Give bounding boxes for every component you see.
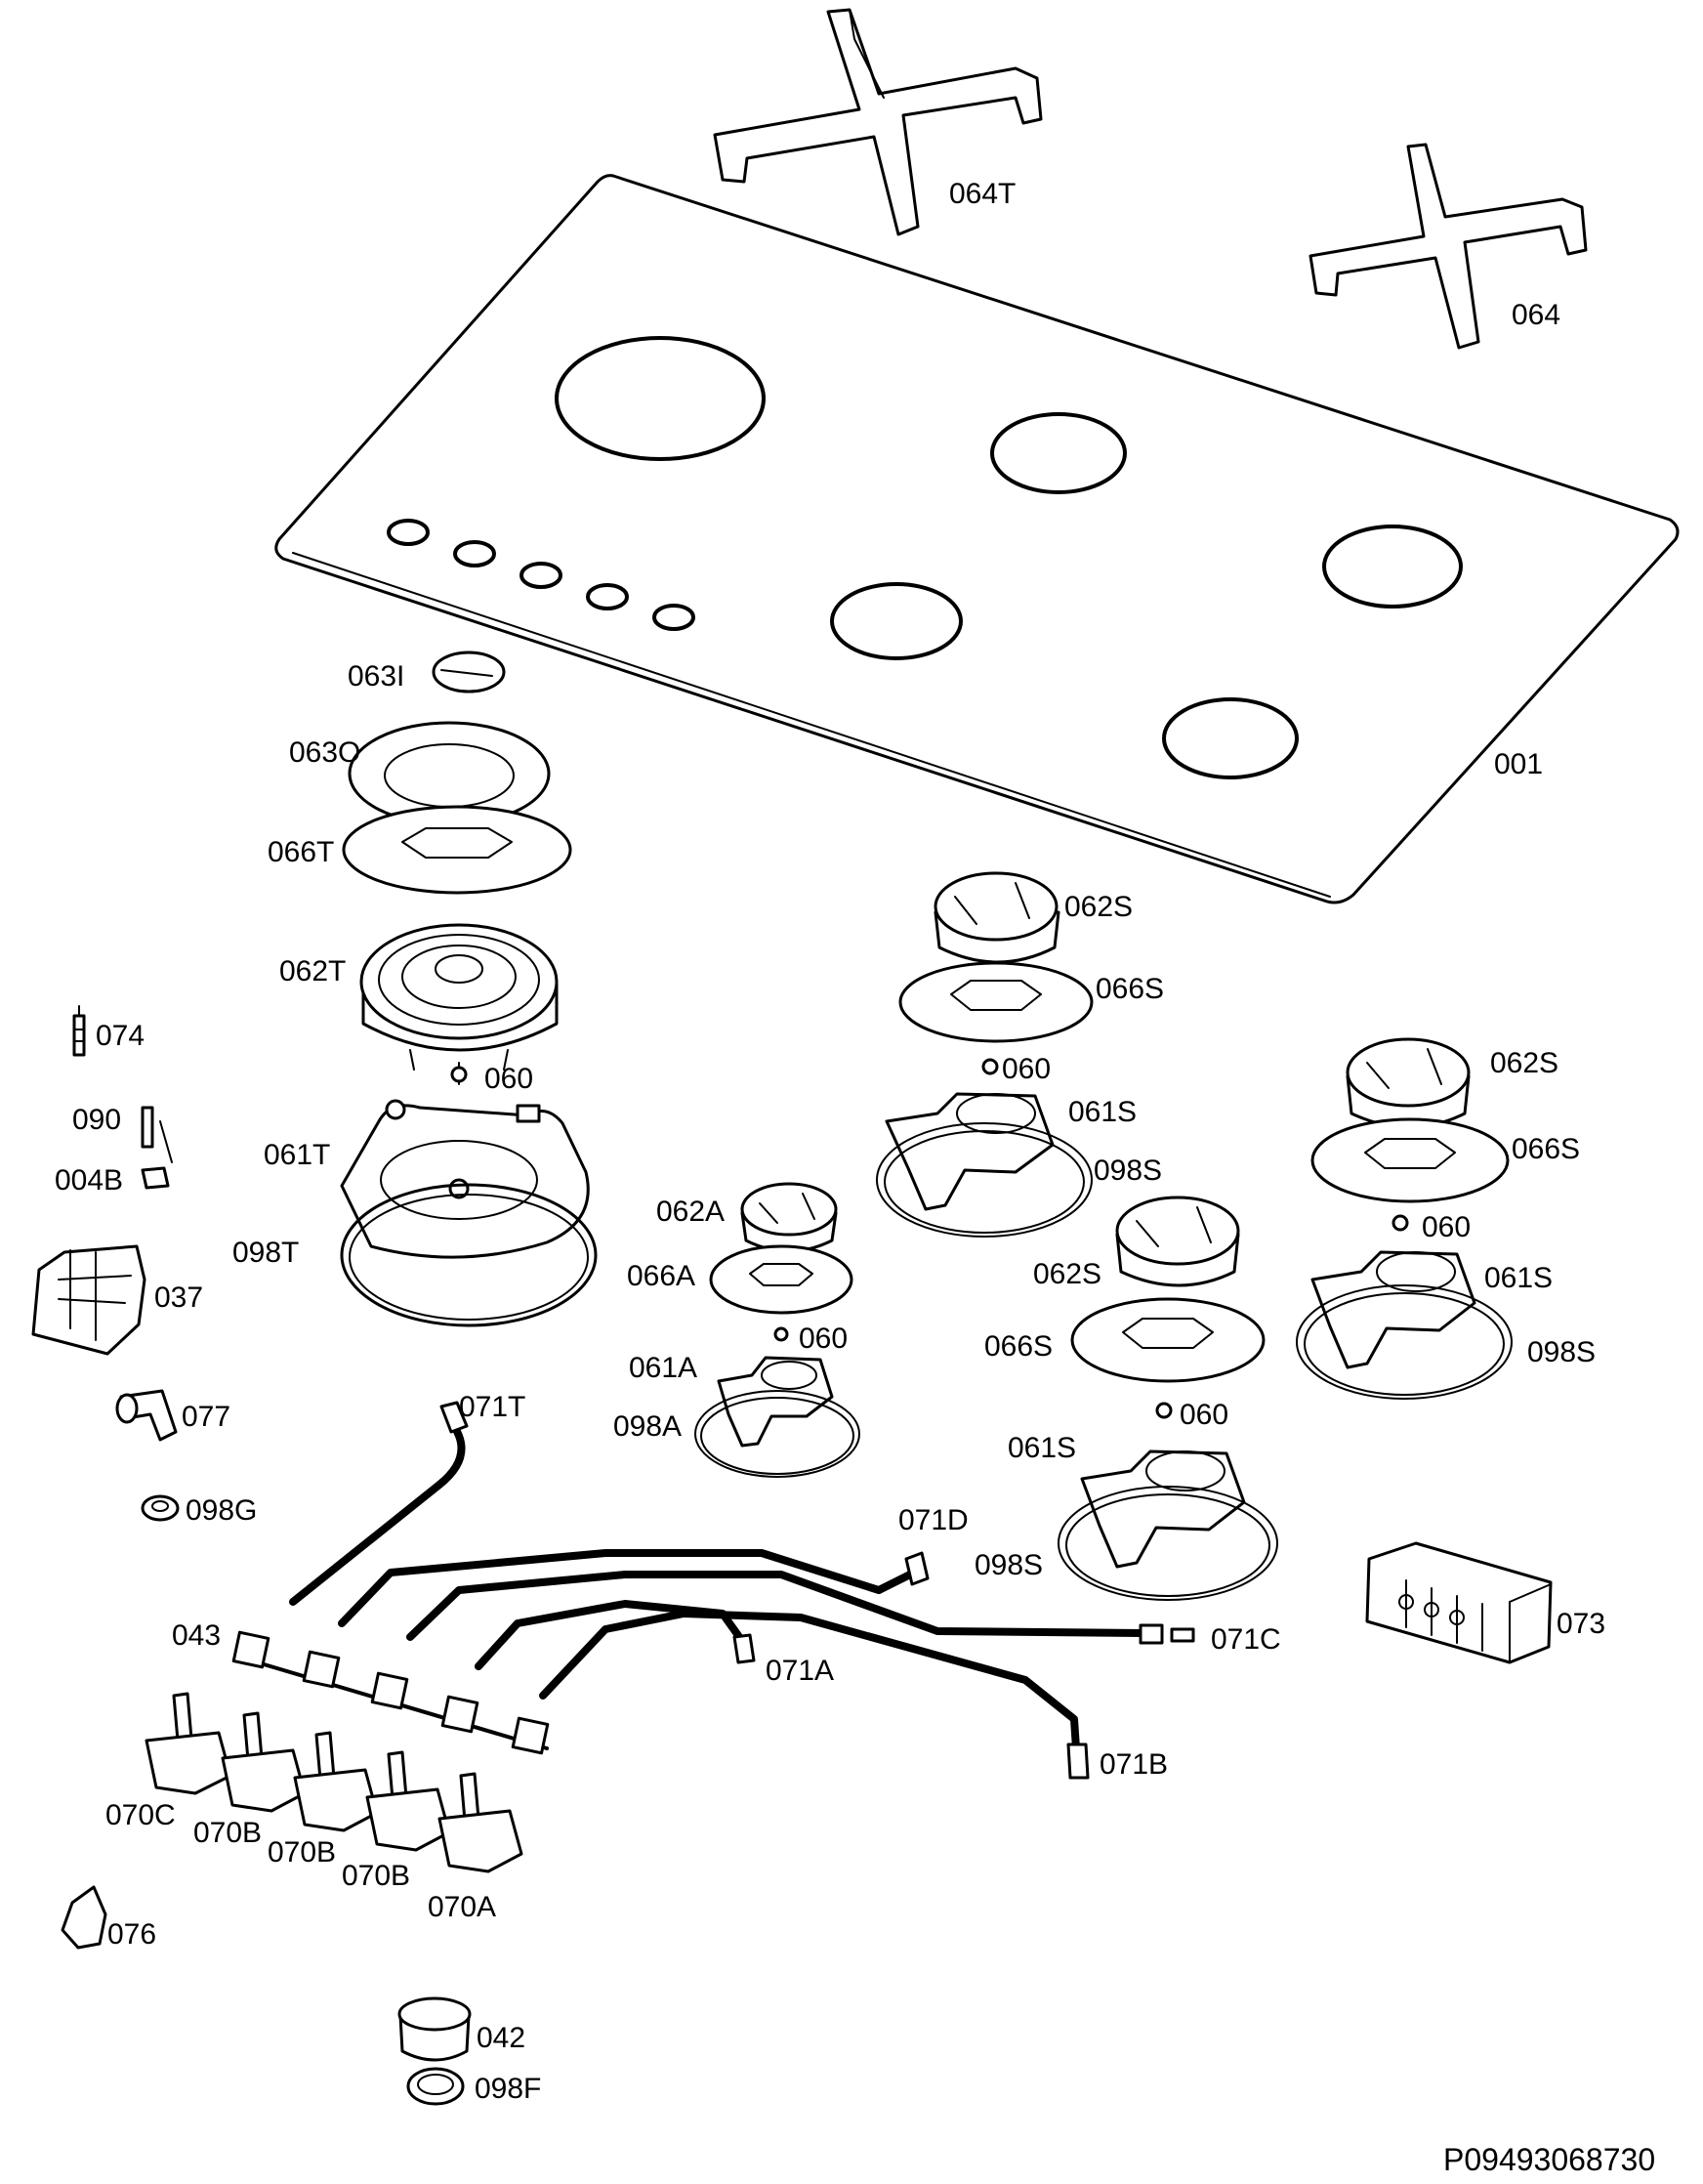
label-066S-upper: 066S	[1096, 973, 1164, 1005]
label-071C: 071C	[1211, 1623, 1281, 1656]
ignition-unit-037	[31, 1244, 146, 1356]
ring-098F	[406, 2067, 465, 2106]
label-061A: 061A	[629, 1352, 697, 1384]
label-004B: 004B	[55, 1164, 123, 1197]
label-098S-center: 098S	[975, 1549, 1043, 1581]
seal-098T	[340, 1183, 598, 1327]
label-090: 090	[72, 1104, 121, 1136]
label-098F: 098F	[475, 2073, 541, 2105]
label-061S-upper: 061S	[1068, 1096, 1137, 1128]
label-098G: 098G	[186, 1494, 257, 1527]
gas-taps-070	[145, 1692, 523, 1873]
gas-pipes	[289, 1401, 1195, 1780]
seal-098S-upper	[876, 1122, 1093, 1238]
burner-base-061A	[717, 1356, 834, 1448]
clip-004B	[141, 1166, 170, 1190]
drawing-code: P09493068730	[1443, 2142, 1655, 2177]
cup-066A	[709, 1244, 853, 1315]
label-070B-3: 070B	[342, 1860, 410, 1892]
label-098A: 098A	[613, 1410, 682, 1443]
seal-098S-right	[1296, 1284, 1513, 1400]
burner-crown-062S-upper	[934, 871, 1060, 964]
label-063O: 063O	[289, 736, 360, 769]
label-066A: 066A	[627, 1260, 695, 1292]
label-060-aux: 060	[799, 1323, 848, 1355]
ignition-generator-073	[1365, 1541, 1553, 1664]
injector-060-center	[1155, 1402, 1173, 1419]
label-066S-right: 066S	[1512, 1133, 1580, 1165]
elbow-077	[115, 1389, 178, 1442]
cup-066S-right	[1310, 1117, 1510, 1203]
clip-076	[61, 1885, 107, 1950]
label-071D: 071D	[898, 1504, 969, 1536]
label-098S-upper: 098S	[1094, 1155, 1162, 1187]
label-061S-right: 061S	[1484, 1262, 1553, 1294]
burner-base-061S-center	[1080, 1449, 1246, 1569]
label-098S-right: 098S	[1527, 1336, 1596, 1368]
label-060-upper: 060	[1002, 1053, 1051, 1085]
manifold-043	[231, 1630, 550, 1755]
part-labels: 064T 064 001 063I 063O 066T 062T 060 061…	[55, 178, 1655, 2177]
grommet-098G	[141, 1494, 180, 1522]
label-001: 001	[1494, 748, 1543, 780]
burner-base-061T	[340, 1099, 590, 1259]
label-066S-center: 066S	[984, 1330, 1053, 1363]
seal-098A	[694, 1390, 860, 1478]
label-064T: 064T	[949, 178, 1016, 210]
label-077: 077	[182, 1401, 230, 1433]
burner-base-061S-upper	[885, 1092, 1055, 1211]
label-064: 064	[1512, 299, 1560, 331]
label-042: 042	[477, 2022, 525, 2054]
label-062A: 062A	[656, 1196, 725, 1228]
injector-060-upper	[981, 1058, 999, 1075]
label-076: 076	[107, 1918, 156, 1951]
burner-crown-062S-center	[1115, 1196, 1240, 1287]
label-062T: 062T	[279, 955, 346, 987]
label-063I: 063I	[348, 660, 404, 693]
label-070B-1: 070B	[193, 1817, 262, 1849]
label-062S-center: 062S	[1033, 1258, 1101, 1290]
pan-support-064	[1308, 143, 1588, 350]
label-060-center: 060	[1180, 1399, 1228, 1431]
label-070C: 070C	[105, 1799, 176, 1831]
label-037: 037	[154, 1281, 203, 1314]
label-071T: 071T	[459, 1391, 525, 1423]
label-073: 073	[1557, 1608, 1605, 1640]
knob-042	[397, 1996, 472, 2062]
label-066T: 066T	[268, 836, 334, 868]
label-070A: 070A	[428, 1891, 496, 1923]
cup-066S-upper	[898, 961, 1094, 1043]
label-070B-2: 070B	[268, 1836, 336, 1869]
seal-098S-center	[1058, 1486, 1278, 1601]
hob-top-plate-001	[274, 174, 1680, 904]
label-043: 043	[172, 1619, 221, 1652]
burner-crown-062A	[740, 1182, 838, 1253]
burner-crown-062S-right	[1346, 1037, 1471, 1129]
label-060-right: 060	[1422, 1211, 1471, 1243]
injector-060-right	[1391, 1214, 1409, 1232]
injector-060-aux	[773, 1326, 789, 1342]
electrode-090	[141, 1106, 173, 1163]
label-062S-right: 062S	[1490, 1047, 1558, 1079]
label-098T: 098T	[232, 1237, 299, 1269]
burner-crown-062T	[359, 923, 559, 1085]
label-071B: 071B	[1100, 1748, 1168, 1781]
thermocouple-074	[72, 1005, 86, 1057]
label-071A: 071A	[766, 1655, 834, 1687]
burner-cap-063I	[432, 651, 506, 693]
pan-support-064T	[713, 8, 1043, 236]
label-060-triple: 060	[484, 1063, 533, 1095]
label-061T: 061T	[264, 1139, 330, 1171]
burner-base-061S-right	[1310, 1250, 1476, 1369]
injector-060-triple	[450, 1066, 468, 1083]
cup-066T	[342, 805, 572, 895]
label-062S-upper: 062S	[1064, 891, 1133, 923]
label-074: 074	[96, 1020, 145, 1052]
cup-066S-center	[1070, 1297, 1266, 1383]
label-061S-center: 061S	[1008, 1432, 1076, 1464]
